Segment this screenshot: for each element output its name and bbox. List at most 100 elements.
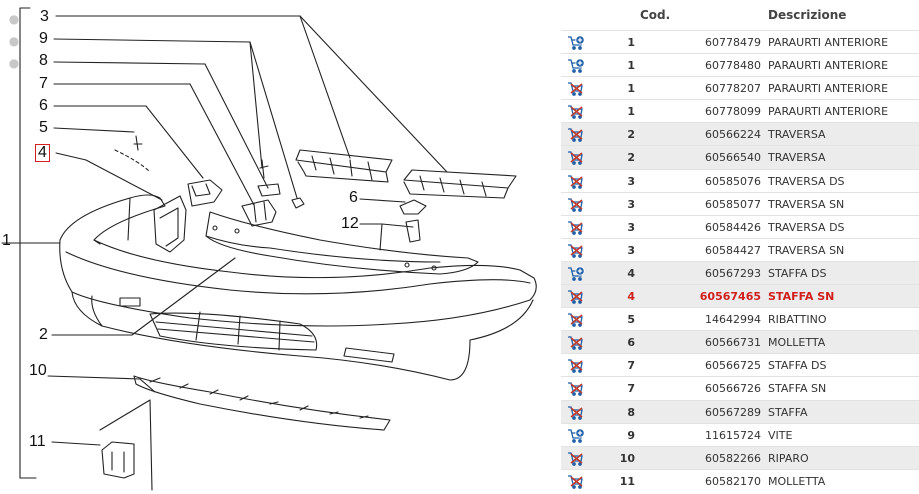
row-description: TRAVERSA SN bbox=[768, 243, 845, 257]
table-row[interactable]: 2 60566224 TRAVERSA bbox=[561, 122, 919, 146]
row-ref-number: 7 bbox=[627, 359, 635, 373]
cart-unavailable-icon[interactable] bbox=[567, 243, 585, 258]
row-description: MOLLETTA bbox=[768, 336, 826, 350]
callout-10[interactable]: 10 bbox=[29, 362, 47, 379]
cart-unavailable-icon[interactable] bbox=[567, 174, 585, 189]
row-ref-number: 10 bbox=[619, 451, 635, 465]
table-row[interactable]: 4 60567465 STAFFA SN bbox=[561, 284, 919, 308]
callout-2[interactable]: 2 bbox=[39, 326, 48, 343]
cart-unavailable-icon[interactable] bbox=[567, 81, 585, 97]
row-part-code: 60778207 bbox=[705, 82, 761, 96]
cart-add-icon[interactable] bbox=[567, 266, 585, 281]
row-part-code: 14642994 bbox=[705, 313, 761, 327]
row-description: STAFFA DS bbox=[768, 359, 827, 373]
row-part-code: 60778480 bbox=[705, 59, 761, 73]
row-part-code: 60582170 bbox=[705, 474, 761, 488]
row-description: MOLLETTA bbox=[768, 474, 826, 488]
cart-unavailable-icon[interactable] bbox=[567, 474, 585, 489]
callout-12[interactable]: 12 bbox=[341, 215, 359, 232]
row-part-code: 60566540 bbox=[705, 151, 761, 165]
cart-unavailable-icon[interactable] bbox=[567, 381, 585, 397]
row-part-code: 60584426 bbox=[705, 220, 761, 234]
cart-unavailable-icon[interactable] bbox=[567, 127, 585, 143]
cart-unavailable-icon[interactable] bbox=[567, 197, 585, 212]
row-ref-number: 6 bbox=[627, 336, 635, 350]
row-ref-number: 3 bbox=[627, 220, 635, 234]
callout-5[interactable]: 5 bbox=[39, 119, 48, 136]
callout-9[interactable]: 9 bbox=[39, 30, 48, 47]
row-part-code: 60778479 bbox=[705, 36, 761, 49]
row-description: PARAURTI ANTERIORE bbox=[768, 36, 889, 49]
row-ref-number: 4 bbox=[627, 290, 635, 304]
exploded-parts-diagram: ● ● ● 3 9 8 7 6 5 4 1 6 12 2 10 11 bbox=[1, 7, 537, 491]
cart-unavailable-icon[interactable] bbox=[567, 451, 585, 466]
row-part-code: 60566224 bbox=[705, 128, 761, 142]
row-description: TRAVERSA bbox=[768, 128, 826, 142]
cart-add-icon[interactable] bbox=[567, 35, 585, 50]
cart-unavailable-icon[interactable] bbox=[567, 335, 585, 351]
row-ref-number: 3 bbox=[627, 197, 635, 211]
callout-11[interactable]: 11 bbox=[29, 433, 46, 450]
cart-unavailable-icon[interactable] bbox=[567, 289, 585, 304]
table-row[interactable]: 11 60582170 MOLLETTA bbox=[561, 468, 919, 492]
row-ref-number: 1 bbox=[627, 59, 635, 73]
row-part-code: 60567465 bbox=[699, 290, 761, 304]
row-description: STAFFA SN bbox=[768, 290, 835, 304]
row-description: RIBATTINO bbox=[768, 313, 827, 327]
table-header: Cod. Descrizione bbox=[561, 0, 919, 30]
row-ref-number: 8 bbox=[627, 405, 635, 419]
cart-unavailable-icon[interactable] bbox=[567, 358, 585, 374]
row-part-code: 60584427 bbox=[705, 243, 761, 257]
row-description: PARAURTI ANTERIORE bbox=[768, 105, 889, 119]
row-part-code: 11615724 bbox=[705, 428, 761, 442]
table-row[interactable]: 3 60584426 TRAVERSA DS bbox=[561, 214, 919, 238]
callout-6-right[interactable]: 6 bbox=[349, 189, 358, 206]
row-description: PARAURTI ANTERIORE bbox=[768, 82, 889, 96]
row-ref-number: 1 bbox=[627, 105, 635, 119]
callout-3[interactable]: 3 bbox=[40, 8, 49, 25]
callout-1[interactable]: 1 bbox=[2, 232, 11, 249]
cart-unavailable-icon[interactable] bbox=[567, 405, 585, 420]
row-description: TRAVERSA DS bbox=[768, 220, 845, 234]
row-ref-number: 2 bbox=[627, 128, 635, 142]
callout-4-selected[interactable]: 4 bbox=[35, 144, 50, 162]
row-description: STAFFA SN bbox=[768, 382, 827, 396]
row-ref-number: 3 bbox=[627, 174, 635, 188]
cart-unavailable-icon[interactable] bbox=[567, 150, 585, 166]
row-ref-number: 9 bbox=[627, 428, 635, 442]
callout-6[interactable]: 6 bbox=[39, 97, 48, 114]
cart-unavailable-icon[interactable] bbox=[567, 312, 585, 327]
row-ref-number: 2 bbox=[627, 151, 635, 165]
zoom-reset-icon[interactable]: ● bbox=[8, 56, 20, 70]
cart-add-icon[interactable] bbox=[567, 58, 585, 73]
cart-unavailable-icon[interactable] bbox=[567, 104, 585, 120]
cart-unavailable-icon[interactable] bbox=[567, 220, 585, 235]
row-ref-number: 11 bbox=[619, 474, 635, 488]
zoom-in-icon[interactable]: ● bbox=[8, 12, 20, 26]
zoom-out-icon[interactable]: ● bbox=[8, 34, 20, 48]
row-ref-number: 7 bbox=[627, 382, 635, 396]
row-ref-number: 4 bbox=[627, 266, 635, 280]
cart-add-icon[interactable] bbox=[567, 427, 585, 443]
callout-8[interactable]: 8 bbox=[39, 52, 48, 69]
header-code: Cod. bbox=[640, 8, 671, 22]
row-description: TRAVERSA SN bbox=[768, 197, 845, 211]
callout-7[interactable]: 7 bbox=[39, 75, 48, 92]
